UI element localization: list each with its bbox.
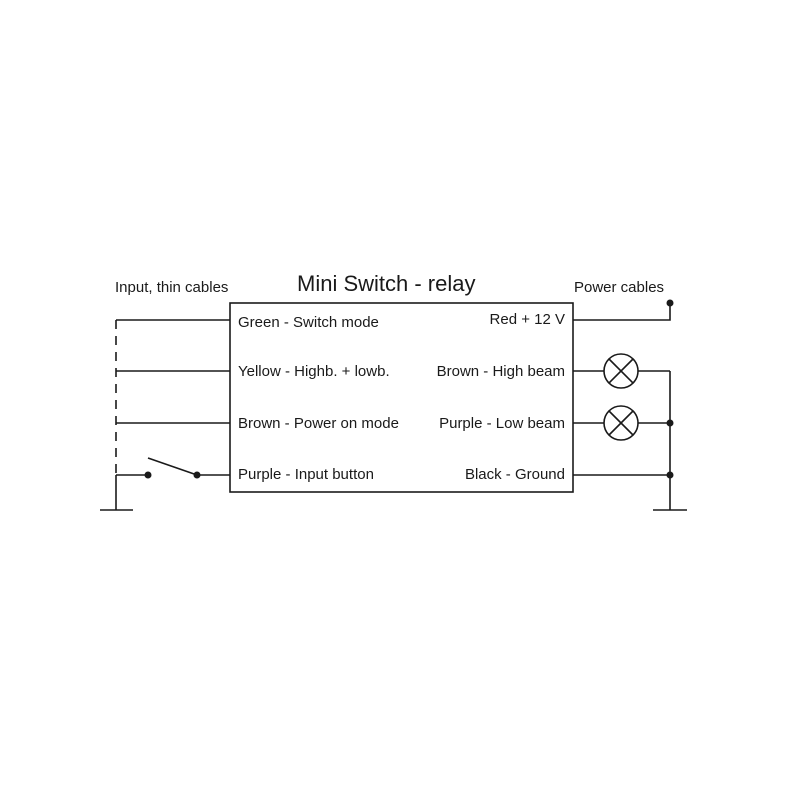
terminal-green-label: Green - Switch mode <box>238 314 379 331</box>
terminal-brown-right-label: Brown - High beam <box>436 363 565 380</box>
right-header: Power cables <box>574 279 665 296</box>
switch-contact-dot-left <box>144 471 152 479</box>
junction-dot-ground <box>666 471 674 479</box>
terminal-black-label: Black - Ground <box>464 466 565 483</box>
terminal-purple-right-label: Purple - Low beam <box>439 415 565 432</box>
switch-contact-dot-right <box>193 471 201 479</box>
junction-dot-low-beam <box>666 419 674 427</box>
low-beam-lamp-icon <box>603 405 639 441</box>
terminal-purple-left-label: Purple - Input button <box>238 466 374 483</box>
switch-lever <box>147 457 198 476</box>
power-terminal-dot <box>666 299 674 307</box>
relay-box <box>229 302 574 493</box>
high-beam-lamp-icon <box>603 353 639 389</box>
wire-red-12v <box>573 303 671 321</box>
terminal-brown-left-label: Brown - Power on mode <box>238 415 399 432</box>
terminal-red-label: Red + 12 V <box>489 311 565 328</box>
left-header: Input, thin cables <box>115 279 229 296</box>
diagram-title: Mini Switch - relay <box>297 271 476 296</box>
terminal-yellow-label: Yellow - Highb. + lowb. <box>238 363 390 380</box>
